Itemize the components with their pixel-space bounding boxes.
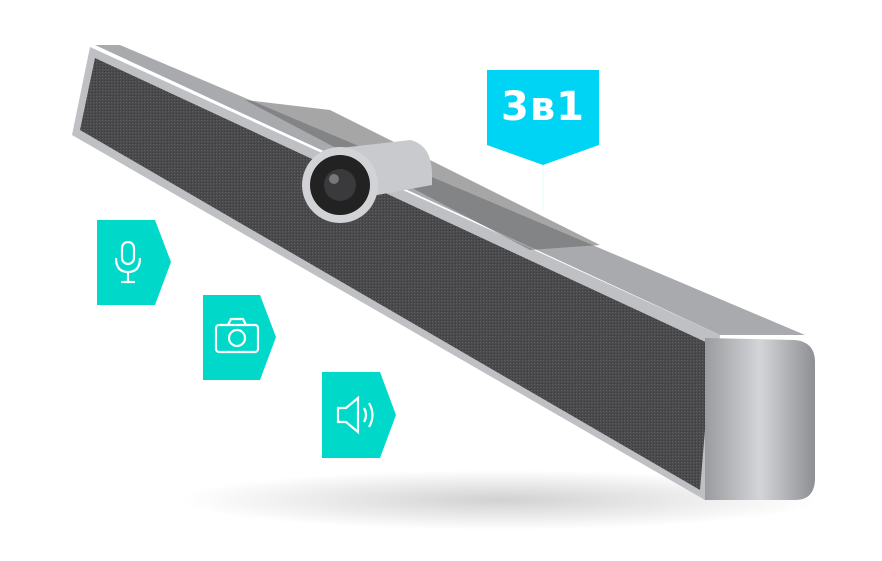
three-in-one-badge bbox=[487, 70, 599, 165]
speaker-icon bbox=[336, 395, 374, 435]
soundbar bbox=[72, 45, 815, 500]
microphone-icon bbox=[114, 240, 142, 284]
shadow bbox=[180, 470, 820, 530]
camera-module bbox=[302, 140, 432, 223]
feature-camera-badge bbox=[203, 295, 276, 380]
three-in-one-label: 3в1 bbox=[501, 84, 585, 130]
feature-speaker-badge bbox=[322, 372, 396, 458]
end-cap bbox=[705, 338, 815, 500]
speaker-fabric bbox=[80, 58, 712, 490]
camera-icon bbox=[214, 317, 260, 354]
feature-mic-badge bbox=[97, 220, 171, 305]
